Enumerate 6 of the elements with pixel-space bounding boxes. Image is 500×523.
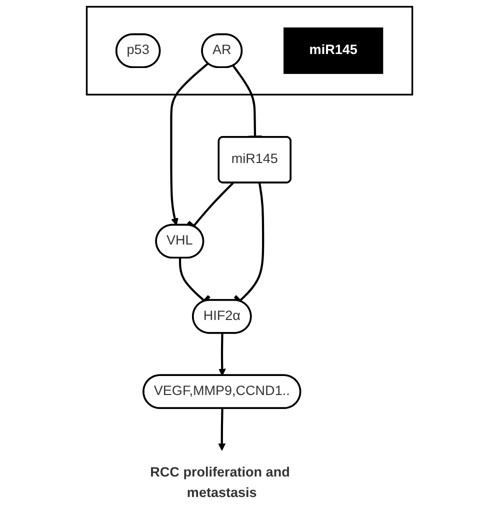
cluster <box>86 6 414 96</box>
arrow <box>218 408 226 451</box>
arrow <box>170 62 210 226</box>
arrow <box>218 333 226 376</box>
node-text: RCC proliferation and metastasis <box>150 466 290 500</box>
node-box: miR145 <box>284 27 384 74</box>
